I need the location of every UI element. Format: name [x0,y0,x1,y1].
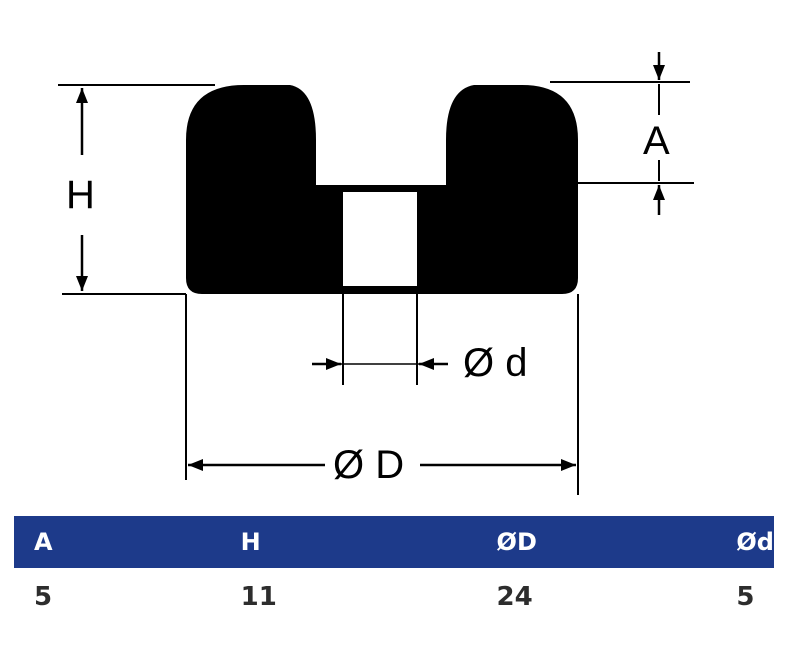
center-bore [343,192,417,286]
column-header-h: H [154,516,420,568]
cell-outer-diameter: 24 [496,582,533,612]
table-row: 5 11 24 5 [14,568,774,626]
cell-inner-diameter: 5 [736,582,755,612]
technical-drawing: H A Ø d Ø D [58,52,694,495]
column-header-a: A [14,516,155,568]
table-header-row: A H ØD Ød [14,516,774,568]
a-dimension: A [550,52,694,215]
h-dimension: H [58,84,215,295]
cell-a: 5 [34,582,53,612]
a-label: A [643,119,670,163]
dimensions-table: A H ØD Ød 5 11 24 5 [14,516,774,626]
inner-diameter-dimension: Ø d [312,286,527,385]
bumper-profile [186,85,578,294]
outer-diameter-label: Ø D [333,443,404,487]
cell-h: 11 [240,582,277,612]
column-header-inner-diameter: Ød [676,516,774,568]
inner-diameter-label: Ø d [463,341,527,385]
outer-diameter-dimension: Ø D [185,294,579,495]
h-label: H [66,173,95,217]
column-header-outer-diameter: ØD [419,516,677,568]
